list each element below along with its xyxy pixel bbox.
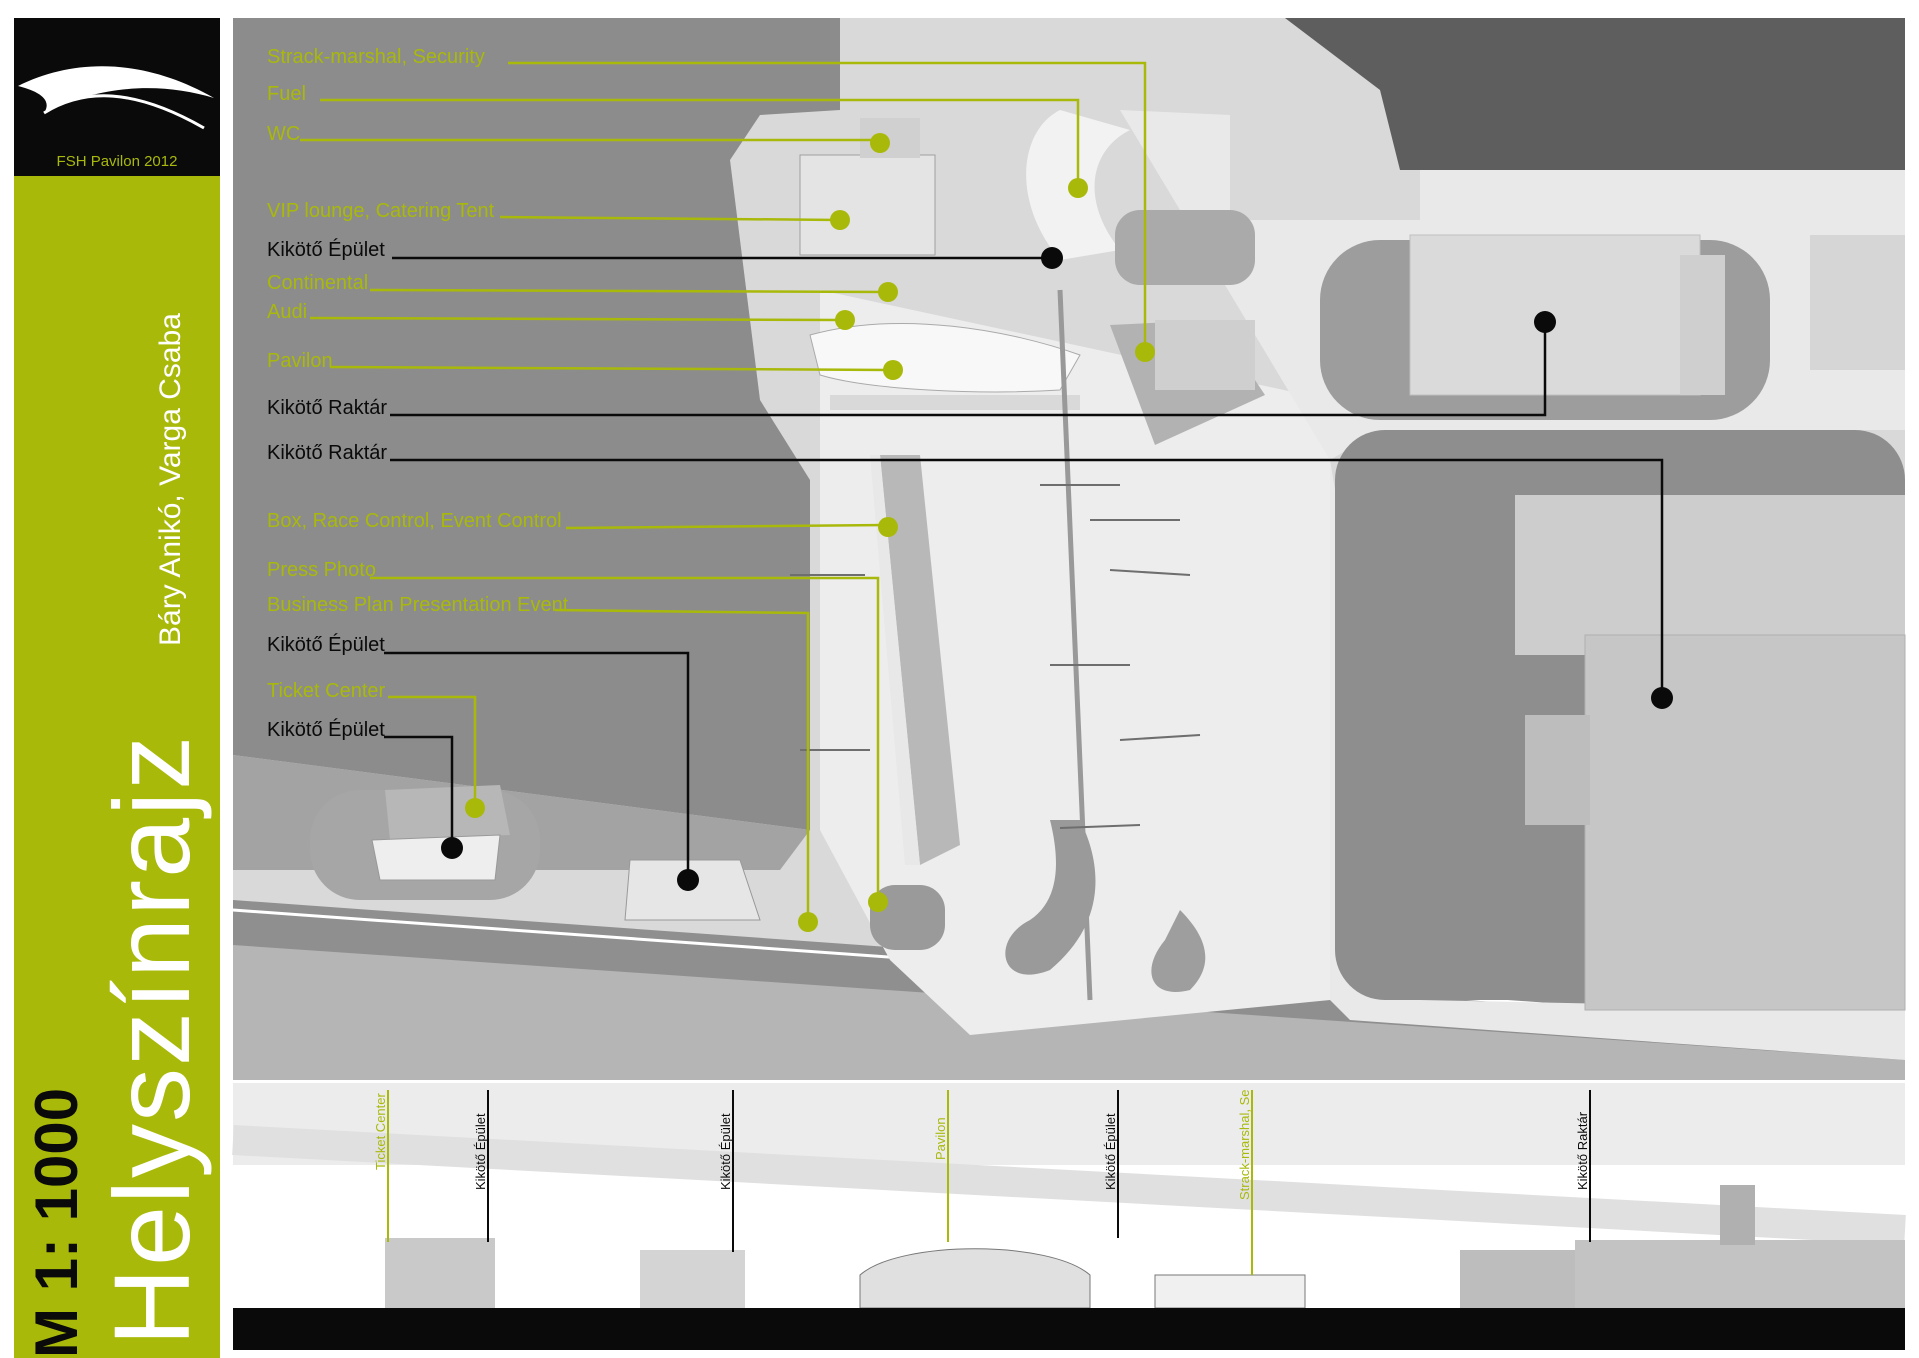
label-audi: Audi bbox=[267, 301, 307, 323]
logo-box: FSH Pavilon 2012 bbox=[14, 18, 220, 176]
label-business: Business Plan Presentation Event bbox=[267, 594, 569, 616]
section-label-epulet-c: Kikötő Épület bbox=[1103, 1113, 1118, 1190]
section-label-pavilon: Pavilon bbox=[933, 1117, 948, 1160]
label-kikoto-epulet-2: Kikötő Épület bbox=[267, 633, 385, 656]
label-vip: VIP lounge, Catering Tent bbox=[267, 200, 495, 222]
label-security: Strack-marshal, Security bbox=[267, 46, 485, 68]
section-label-ticket: Ticket Center bbox=[373, 1093, 388, 1170]
label-box: Box, Race Control, Event Control bbox=[267, 510, 562, 532]
label-pavilon: Pavilon bbox=[267, 350, 333, 372]
label-kikoto-raktar-2: Kikötő Raktár bbox=[267, 442, 387, 464]
logo-caption: FSH Pavilon 2012 bbox=[56, 153, 178, 170]
section-label-epulet-a: Kikötő Épület bbox=[473, 1113, 488, 1190]
pavilion-logo-icon bbox=[18, 66, 214, 130]
section-label-epulet-b: Kikötő Épület bbox=[718, 1113, 733, 1190]
title-sidebar: FSH Pavilon 2012 Báry Anikó, Varga Csaba… bbox=[14, 18, 220, 1358]
label-kikoto-epulet-1: Kikötő Épület bbox=[267, 238, 385, 261]
section-label-security: Strack-marshal, Se bbox=[1237, 1089, 1252, 1200]
green-title-panel: Báry Anikó, Varga Csaba Helyszínrajz bbox=[14, 176, 220, 1358]
label-kikoto-raktar-1: Kikötő Raktár bbox=[267, 397, 387, 419]
label-ticket: Ticket Center bbox=[267, 680, 386, 702]
section-label-raktar: Kikötő Raktár bbox=[1575, 1111, 1590, 1190]
label-fuel: Fuel bbox=[267, 83, 306, 105]
label-continental: Continental bbox=[267, 272, 368, 294]
label-wc: WC bbox=[267, 123, 300, 145]
label-kikoto-epulet-3: Kikötő Épület bbox=[267, 718, 385, 741]
label-press: Press Photo bbox=[267, 559, 376, 581]
